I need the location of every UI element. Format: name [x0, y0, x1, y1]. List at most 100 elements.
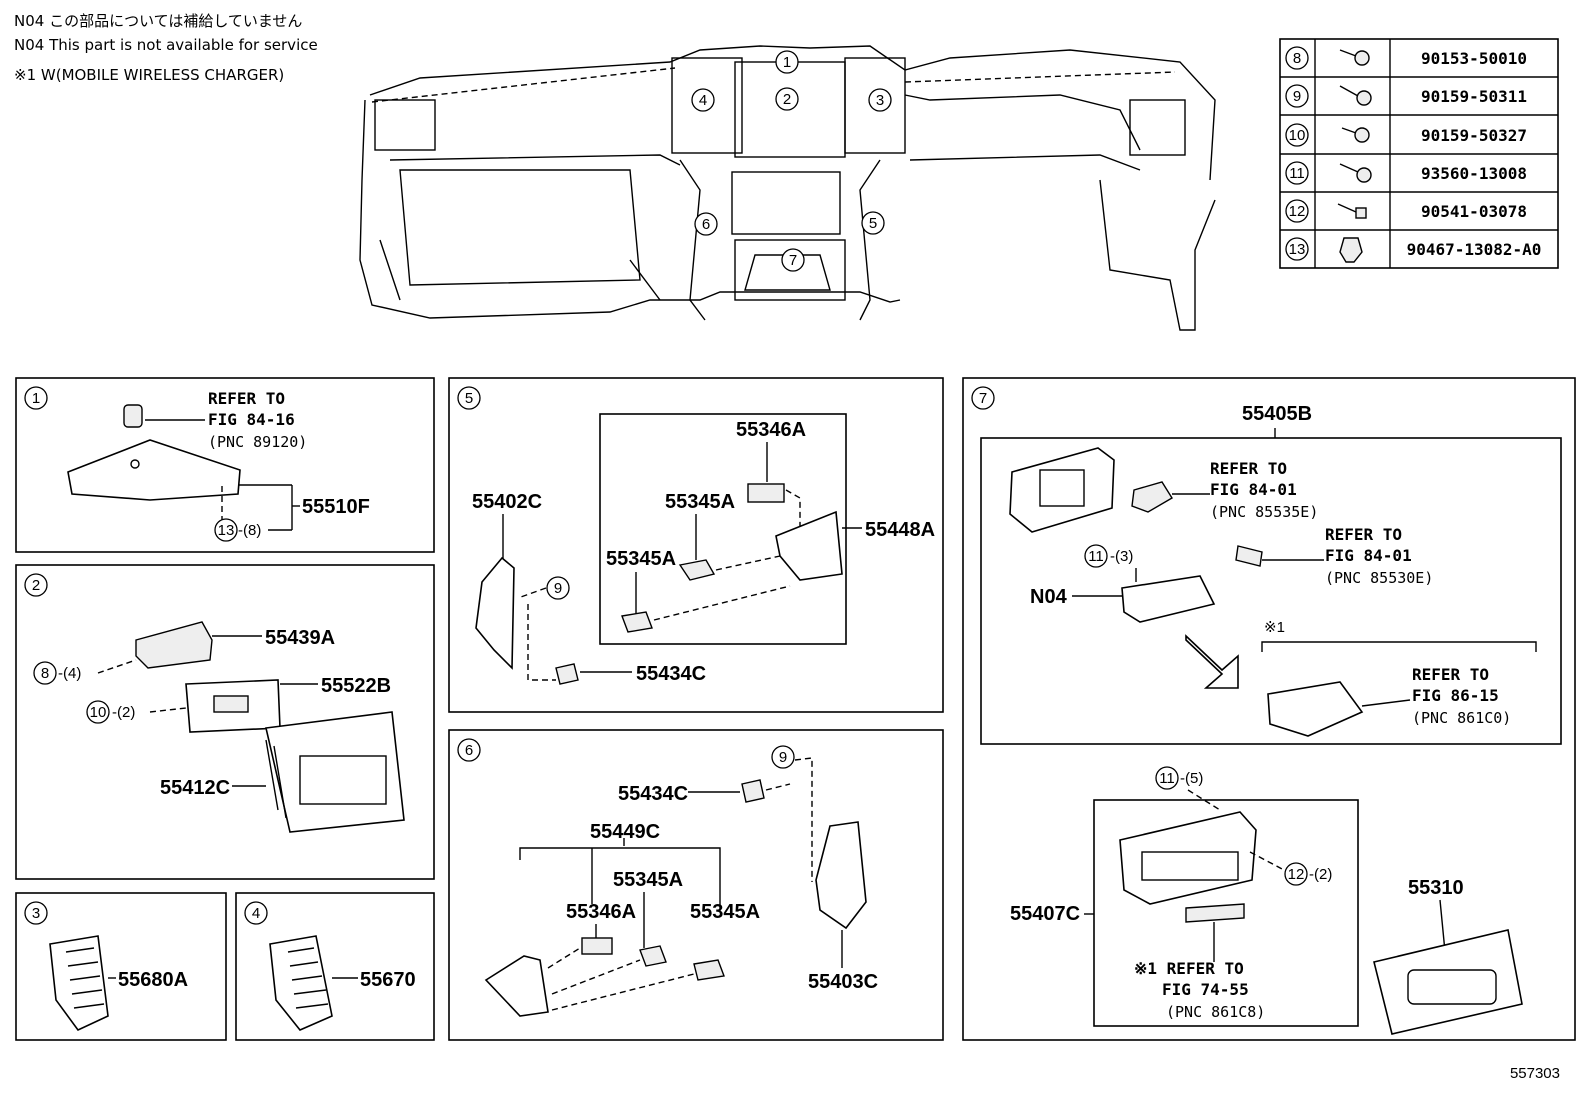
fastener-row-13: 13 90467-13082-A0	[1285, 237, 1542, 263]
fastener-part-number: 90153-50010	[1421, 49, 1527, 68]
fastener-qty: -(2)	[112, 704, 135, 721]
fastener-ref: 13	[1289, 241, 1306, 258]
panel-number: 3	[32, 905, 40, 922]
clip-part	[621, 611, 653, 633]
refer-line-1: REFER TO	[1325, 525, 1402, 544]
refer-line-2: FIG 84-01	[1325, 546, 1412, 565]
part-label-55448a: 55448A	[865, 519, 935, 541]
fastener-qty: -(2)	[1309, 866, 1332, 883]
callout-6: 6	[702, 216, 710, 233]
fastener-ref: 9	[1293, 88, 1301, 105]
arrow-indicator	[1185, 634, 1239, 689]
fastener-qty: -(8)	[238, 522, 261, 539]
fastener-ref: 9	[554, 580, 562, 597]
fastener-row-8: 8 90153-50010	[1285, 46, 1527, 70]
refer-line-3: (PNC 85530E)	[1325, 569, 1433, 587]
socket-part	[1235, 545, 1263, 567]
part-label-55412c: 55412C	[160, 777, 230, 799]
bracket-part	[775, 510, 843, 581]
part-label-55345a: 55345A	[665, 491, 735, 513]
fastener-qty: -(5)	[1180, 770, 1203, 787]
part-label-55522b: 55522B	[321, 675, 391, 697]
panel-5: 5 55346A 55345A 55448A 55345A 55402C 9 5…	[448, 377, 944, 713]
bracket-part	[135, 621, 213, 669]
clip-part	[747, 483, 785, 503]
bolt-icon	[1341, 127, 1370, 143]
side-panel-part	[815, 821, 867, 930]
panel-number: 2	[32, 577, 40, 594]
bolt-icon	[1339, 163, 1372, 183]
part-label-55403c: 55403C	[808, 971, 878, 993]
bolt-part	[741, 779, 765, 803]
fastener-row-11: 11 93560-13008	[1285, 161, 1527, 185]
panel-number: 6	[465, 742, 473, 759]
note-japanese: N04 この部品については補給していません	[14, 12, 303, 30]
fastener-part-number: 90467-13082-A0	[1407, 240, 1542, 259]
glove-box-frame-part	[1119, 811, 1257, 905]
refer-line-3: (PNC 85535E)	[1210, 503, 1318, 521]
panel-1: 1 REFER TO FIG 84-16 (PNC 89120) 55510F …	[15, 377, 435, 553]
panel-3: 3 55680A	[15, 892, 227, 1041]
part-label-55680a: 55680A	[118, 969, 188, 991]
fastener-row-10: 10 90159-50327	[1285, 123, 1527, 147]
panel-2: 2 55439A 8 -(4) 55522B 10 -(2) 55412C	[15, 564, 435, 880]
pin-icon	[1337, 203, 1367, 219]
part-label-55670: 55670	[360, 969, 416, 991]
bolt-icon	[1339, 85, 1372, 106]
fastener-part-number: 90159-50311	[1421, 87, 1527, 106]
fastener-part-number: 93560-13008	[1421, 164, 1527, 183]
refer-line-2: FIG 84-01	[1210, 480, 1297, 499]
fastener-qty: -(3)	[1110, 548, 1133, 565]
figure-id: 557303	[1510, 1065, 1560, 1082]
refer-line-1: REFER TO	[1412, 665, 1489, 684]
clip-icon	[1339, 237, 1363, 263]
refer-line-1: REFER TO	[208, 389, 285, 408]
vent-housing-part	[265, 711, 405, 833]
callout-4: 4	[699, 92, 707, 109]
fastener-table: 8 90153-50010 9 90159-50311 10 90159-503…	[1279, 38, 1559, 269]
callout-1: 1	[783, 54, 791, 71]
part-label-55405b: 55405B	[1242, 403, 1312, 425]
fastener-ref: 13	[218, 522, 235, 539]
refer-line-2: FIG 84-16	[208, 410, 295, 429]
fastener-row-12: 12 90541-03078	[1285, 199, 1527, 223]
panel-number: 4	[252, 905, 260, 922]
refer-line-3: (PNC 861C0)	[1412, 709, 1511, 727]
fastener-ref: 12	[1289, 203, 1306, 220]
part-label-55345a: 55345A	[606, 548, 676, 570]
callout-3: 3	[876, 92, 884, 109]
fastener-ref: 9	[779, 749, 787, 766]
fastener-ref: 11	[1088, 548, 1104, 565]
fastener-qty: -(4)	[58, 665, 81, 682]
part-label-55345a: 55345A	[613, 869, 683, 891]
vent-part	[269, 935, 333, 1031]
clip-part	[678, 559, 716, 581]
clip-part	[123, 404, 143, 428]
fastener-ref: 8	[1293, 50, 1301, 67]
panel-6: 6 9 55434C 55403C 55449C 55345A 55346A 5…	[448, 729, 944, 1041]
fastener-ref: 11	[1159, 770, 1175, 787]
part-label-55407c: 55407C	[1010, 903, 1080, 925]
panel-number: 7	[979, 390, 987, 407]
fastener-ref: 11	[1289, 165, 1305, 182]
part-label-55402c: 55402C	[472, 491, 542, 513]
part-label-55439a: 55439A	[265, 627, 335, 649]
part-label-n04: N04	[1030, 586, 1068, 608]
mat-part	[1373, 929, 1523, 1035]
fastener-ref: 12	[1288, 866, 1305, 883]
callout-7: 7	[789, 252, 797, 269]
mark-1: ※1	[1264, 619, 1285, 636]
vent-part	[49, 935, 109, 1032]
overview-callouts: 1 2 3 4 5 6 7	[691, 50, 892, 272]
fastener-row-9: 9 90159-50311	[1285, 84, 1527, 108]
panel-4: 4 55670	[235, 892, 435, 1041]
refer-line-3: (PNC 89120)	[208, 433, 307, 451]
part-label-55346a: 55346A	[736, 419, 806, 441]
part-label-55434c: 55434C	[636, 663, 706, 685]
panel-number: 1	[32, 390, 40, 407]
clip-part	[581, 937, 613, 955]
part-label-55345a: 55345A	[690, 901, 760, 923]
part-label-55449c: 55449C	[590, 821, 660, 843]
note-english: N04 This part is not available for servi…	[14, 36, 318, 54]
